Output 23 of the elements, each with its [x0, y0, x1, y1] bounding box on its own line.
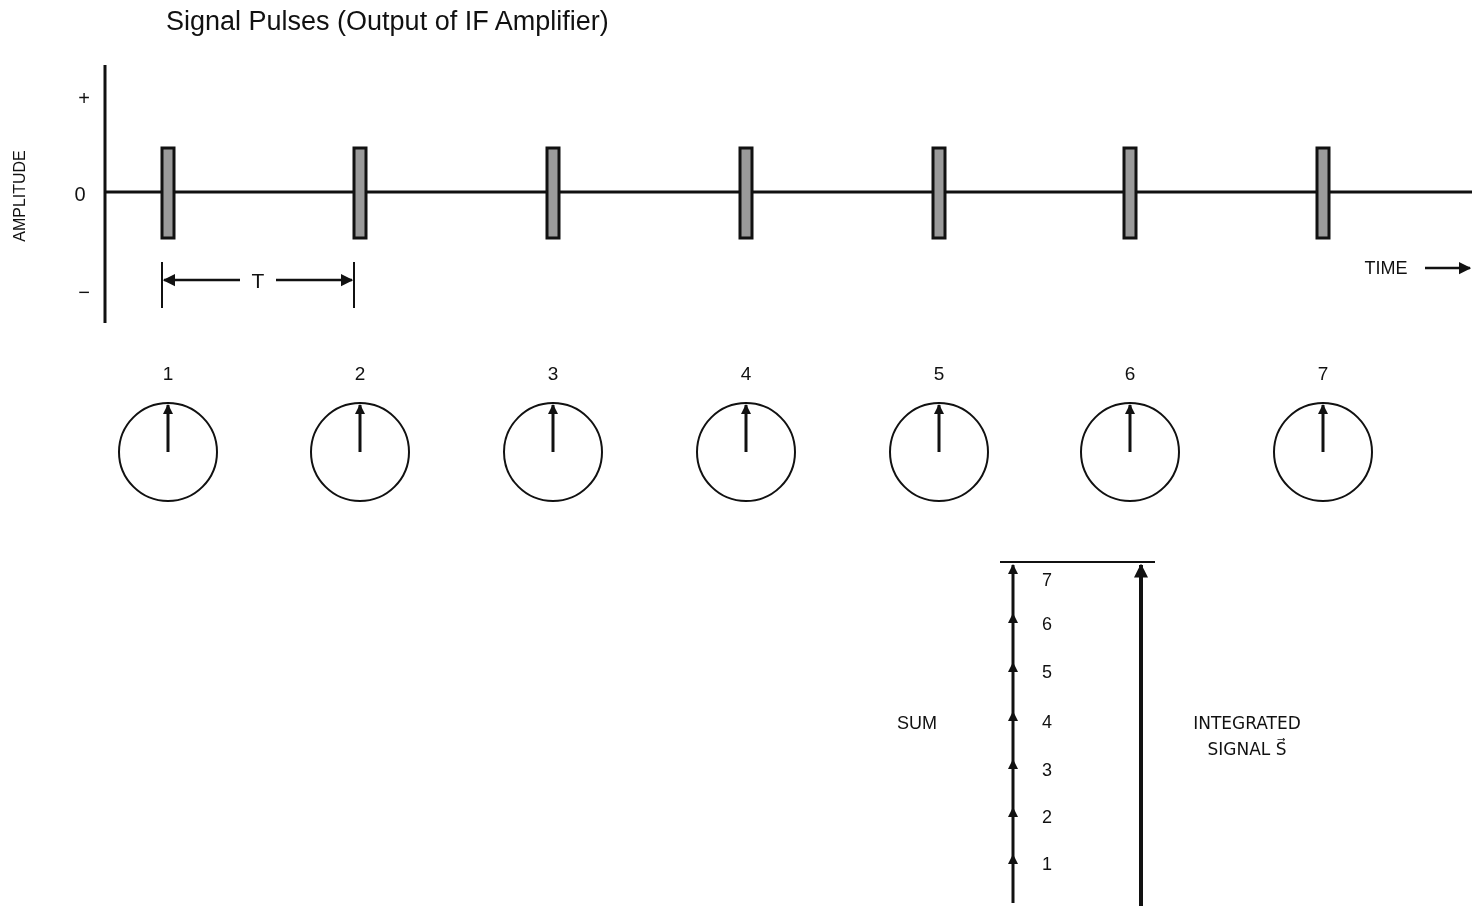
vector-number: 3 — [1042, 759, 1052, 781]
pulse-number: 7 — [1317, 363, 1329, 385]
pulse-number: 4 — [740, 363, 752, 385]
vector-number: 6 — [1042, 613, 1052, 635]
vector-number: 4 — [1042, 711, 1052, 733]
sum-label: SUM — [897, 712, 937, 734]
vector-number: 2 — [1042, 806, 1052, 828]
pulse-number: 3 — [547, 363, 559, 385]
pulse-number: 1 — [162, 363, 174, 385]
axis-tick-label: 0 — [74, 182, 86, 206]
vector-number: 1 — [1042, 853, 1052, 875]
axis-label: TIME — [1364, 257, 1408, 279]
pulse-number: 2 — [354, 363, 366, 385]
axis-label: AMPLITUDE — [10, 150, 29, 242]
dimension-label: T — [251, 268, 265, 294]
axis-tick-label: + — [78, 86, 90, 110]
pulse-number: 5 — [933, 363, 945, 385]
pulse-number: 6 — [1124, 363, 1136, 385]
result-label: INTEGRATED SIGNAL S⃗ — [1192, 711, 1302, 760]
axis-tick-label: − — [78, 280, 90, 304]
vector-number: 5 — [1042, 661, 1052, 683]
vector-number: 7 — [1042, 569, 1052, 591]
chart-title: Signal Pulses (Output of IF Amplifier) — [166, 6, 609, 37]
